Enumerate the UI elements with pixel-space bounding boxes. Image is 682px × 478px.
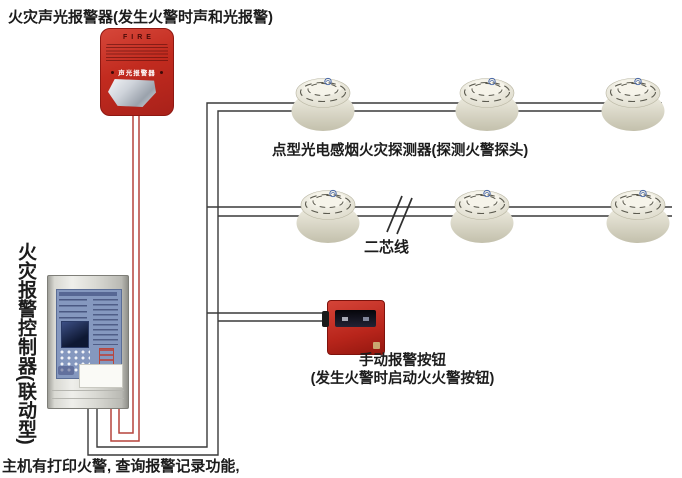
loop-wire-outer bbox=[87, 110, 664, 456]
manual-call-point-device bbox=[322, 300, 385, 355]
controller-caption: 火灾报警控制器(联动型) bbox=[15, 242, 36, 445]
smoke-detector bbox=[290, 77, 356, 132]
smoke-detector bbox=[454, 77, 520, 132]
smoke-detector bbox=[295, 189, 361, 244]
cabinet-seam bbox=[52, 398, 124, 399]
controller-logo-mark bbox=[58, 366, 74, 375]
mcp-glass-window bbox=[335, 310, 376, 327]
cabinet-seam bbox=[52, 390, 124, 391]
fire-alarm-controller-device bbox=[47, 275, 129, 409]
mcp-press-icon bbox=[342, 316, 349, 321]
manual-call-point-caption: 手动报警按钮 (发生火警时启动火火警按钮) bbox=[285, 352, 520, 388]
fire-brand-label: FIRE bbox=[123, 34, 155, 41]
loop-wire-inner bbox=[96, 102, 662, 448]
strobe-caption: 火灾声光报警器(发生火警时声和光报警) bbox=[8, 9, 273, 26]
red-wire-inner bbox=[118, 112, 134, 434]
two-core-wire-label: 二芯线 bbox=[364, 239, 410, 256]
strobe-power-wires bbox=[110, 112, 140, 442]
mcp-caption-line1: 手动报警按钮 bbox=[359, 353, 446, 369]
mcp-wire-connector bbox=[322, 311, 329, 327]
strobe-panel-label: 声光报警器 bbox=[118, 70, 156, 77]
mcp-indicator-icon bbox=[362, 316, 369, 321]
panel-header-strip bbox=[59, 292, 117, 296]
printer-paper-slot bbox=[79, 364, 123, 388]
controller-lcd-screen bbox=[61, 321, 89, 348]
smoke-detector bbox=[605, 189, 671, 244]
wire-break-icon bbox=[386, 195, 413, 235]
signal-loop-wires bbox=[87, 102, 672, 456]
mcp-caption-line2: (发生火警时启动火火警按钮) bbox=[310, 371, 495, 387]
mcp-logo-mark bbox=[373, 342, 380, 349]
smoke-detector bbox=[449, 189, 515, 244]
detector-caption: 点型光电感烟火灾探测器(探测火警探头) bbox=[272, 143, 529, 159]
sound-light-alarm-device: FIRE 声光报警器 bbox=[100, 28, 174, 116]
strobe-text-row: 声光报警器 bbox=[101, 67, 173, 77]
strobe-lens bbox=[108, 79, 156, 107]
panel-indicator-leds bbox=[93, 299, 118, 345]
footer-note: 主机有打印火警, 查询报警记录功能, bbox=[2, 458, 240, 475]
screw-dot-icon bbox=[159, 70, 163, 74]
strobe-grille bbox=[106, 44, 168, 63]
panel-legend-text bbox=[59, 299, 87, 319]
screw-dot-icon bbox=[111, 70, 115, 74]
smoke-detector bbox=[600, 77, 666, 132]
red-wire-outer bbox=[110, 112, 140, 442]
